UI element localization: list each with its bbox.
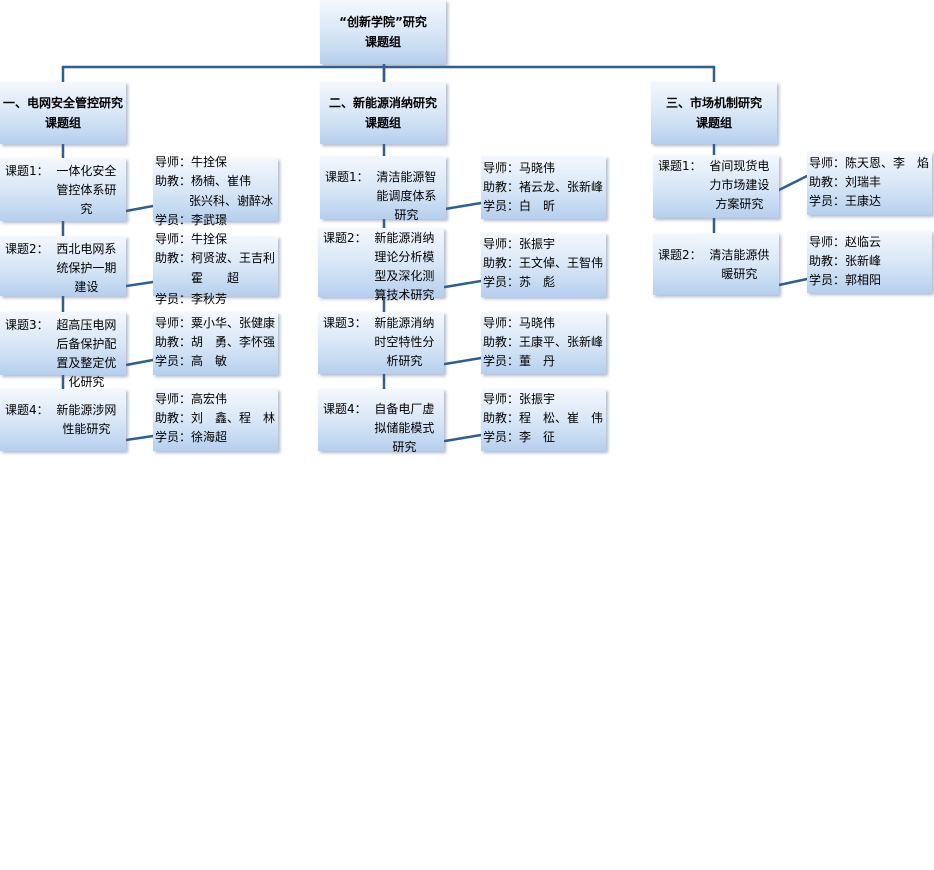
topic-title: 一体化安全管控体系研究	[56, 164, 117, 216]
people-node: 导师：张振宇 助教：程 松、崔 伟 学员：李 征	[481, 389, 606, 451]
root-title-line2: 课题组	[364, 35, 401, 49]
assistant-line-2: 霍 超	[191, 271, 240, 285]
assistant-line: 助教：杨楠、崔伟	[155, 174, 252, 188]
assistant-line: 助教：张新峰	[809, 254, 882, 268]
topic-prefix: 课题4：	[323, 402, 367, 416]
root-title-line1: “创新学院”研究	[339, 15, 427, 29]
group-node: 三、市场机制研究 课题组	[651, 82, 777, 144]
student-line: 学员：郭相阳	[809, 273, 882, 287]
student-line: 学员：李武璟	[155, 213, 228, 227]
group-title-line1: 一、电网安全管控研究	[2, 96, 123, 110]
topic-node: 课题3： 新能源消纳时空特性分析研究	[318, 312, 444, 374]
mentor-line: 导师：牛拴保	[155, 232, 228, 246]
student-line: 学员：董 丹	[483, 354, 556, 368]
people-node: 导师：马晓伟 助教：褚云龙、张新峰 学员：白 昕	[481, 156, 606, 219]
topic-prefix: 课题3：	[5, 318, 49, 332]
assistant-line: 助教：王康平、张新峰	[483, 335, 604, 349]
topic-prefix: 课题2：	[5, 242, 49, 256]
mentor-line: 导师：高宏伟	[155, 392, 228, 406]
group-title-line2: 课题组	[695, 116, 732, 130]
people-node: 导师：马晓伟 助教：王康平、张新峰 学员：董 丹	[481, 312, 606, 374]
student-line: 学员：高 敏	[155, 354, 228, 368]
student-line: 学员：徐海超	[155, 430, 228, 444]
group-title-line2: 课题组	[44, 116, 81, 130]
mentor-line: 导师：张振宇	[483, 237, 556, 251]
topic-title: 新能源消纳时空特性分析研究	[374, 316, 435, 368]
topic-title: 清洁能源供暖研究	[709, 248, 770, 281]
topic-title: 清洁能源智能调度体系研究	[376, 170, 437, 222]
topic-title: 超高压电网后备保护配置及整定优化研究	[56, 318, 117, 389]
topic-prefix: 课题3：	[323, 316, 367, 330]
topic-node: 课题4： 新能源涉网性能研究	[0, 389, 126, 451]
topic-title: 省间现货电力市场建设方案研究	[709, 159, 770, 211]
people-node: 导师：牛拴保 助教：杨楠、崔伟 张兴科、谢醉冰 学员：李武璟	[153, 155, 278, 227]
topic-prefix: 课题2：	[658, 248, 702, 262]
topic-title: 新能源涉网性能研究	[56, 403, 117, 436]
people-node: 导师：赵临云 助教：张新峰 学员：郭相阳	[807, 231, 932, 293]
people-node: 导师：牛拴保 助教：柯贤波、王吉利 霍 超 学员：李秋芳	[153, 232, 278, 306]
mentor-line: 导师：粟小华、张健康	[155, 316, 276, 330]
topic-prefix: 课题4：	[5, 403, 49, 417]
group-title-line1: 二、新能源消纳研究	[328, 96, 437, 110]
root-node: “创新学院”研究 课题组	[320, 0, 446, 64]
topic-node: 课题3： 超高压电网后备保护配置及整定优化研究	[0, 312, 126, 389]
topic-node: 课题2： 清洁能源供暖研究	[653, 233, 779, 295]
mentor-line: 导师：赵临云	[809, 235, 882, 249]
assistant-line: 助教：褚云龙、张新峰	[483, 180, 604, 194]
student-line: 学员：李 征	[483, 430, 556, 444]
people-node: 导师：粟小华、张健康 助教：胡 勇、李怀强 学员：高 敏	[153, 312, 278, 375]
topic-node: 课题1： 省间现货电力市场建设方案研究	[653, 155, 779, 218]
mentor-line: 导师：陈天恩、李 焰	[809, 156, 930, 170]
group-node: 二、新能源消纳研究 课题组	[320, 82, 446, 144]
assistant-line: 助教：王文倬、王智伟	[483, 256, 604, 270]
group-title-line1: 三、市场机制研究	[665, 96, 762, 110]
topic-node: 课题1： 一体化安全管控体系研究	[0, 158, 126, 221]
topic-title: 自备电厂虚拟储能模式研究	[374, 402, 435, 454]
people-node: 导师：陈天恩、李 焰 助教：刘瑞丰 学员：王康达	[807, 152, 932, 215]
topic-node: 课题2： 新能源消纳理论分析模型及深化测算技术研究	[318, 228, 444, 302]
group-title-line2: 课题组	[364, 116, 401, 130]
topic-prefix: 课题2：	[323, 231, 367, 245]
group-node: 一、电网安全管控研究 课题组	[0, 82, 126, 144]
mentor-line: 导师：张振宇	[483, 392, 556, 406]
people-node: 导师：高宏伟 助教：刘 鑫、程 林 学员：徐海超	[153, 389, 278, 451]
mentor-line: 导师：马晓伟	[483, 161, 556, 175]
assistant-line: 助教：胡 勇、李怀强	[155, 335, 276, 349]
topic-node: 课题1： 清洁能源智能调度体系研究	[320, 156, 446, 222]
student-line: 学员：白 昕	[483, 199, 556, 213]
topic-title: 新能源消纳理论分析模型及深化测算技术研究	[374, 231, 435, 302]
topic-node: 课题2： 西北电网系统保护一期建设	[0, 236, 126, 296]
mentor-line: 导师：马晓伟	[483, 316, 556, 330]
student-line: 学员：李秋芳	[155, 292, 228, 306]
student-line: 学员：王康达	[809, 194, 882, 208]
assistant-line: 助教：刘 鑫、程 林	[155, 411, 276, 425]
topic-prefix: 课题1：	[658, 159, 702, 173]
topic-node: 课题4： 自备电厂虚拟储能模式研究	[318, 389, 444, 454]
topic-prefix: 课题1：	[5, 164, 49, 178]
assistant-line: 助教：程 松、崔 伟	[483, 411, 604, 425]
assistant-line: 助教：柯贤波、王吉利	[155, 251, 276, 265]
topic-title: 西北电网系统保护一期建设	[56, 242, 117, 294]
people-node: 导师：张振宇 助教：王文倬、王智伟 学员：苏 彪	[481, 233, 606, 297]
topic-prefix: 课题1：	[325, 170, 369, 184]
assistant-line-2: 张兴科、谢醉冰	[189, 194, 274, 208]
assistant-line: 助教：刘瑞丰	[809, 175, 882, 189]
student-line: 学员：苏 彪	[483, 275, 556, 289]
mentor-line: 导师：牛拴保	[155, 155, 228, 169]
